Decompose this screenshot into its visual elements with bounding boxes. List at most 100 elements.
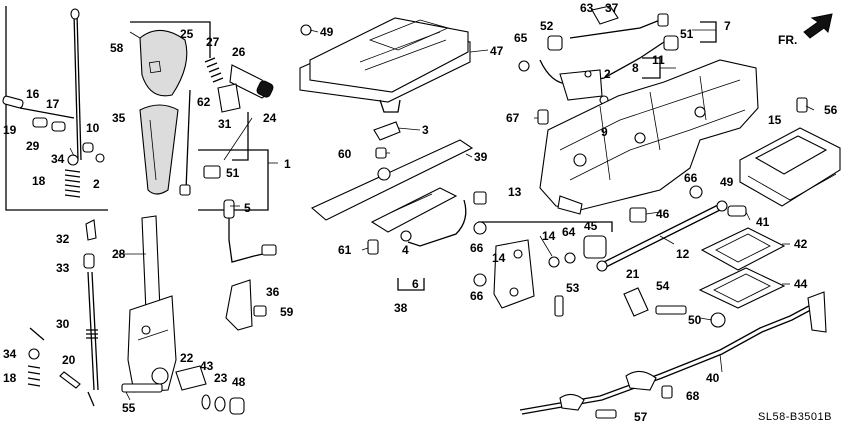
callout-2: 2 <box>93 177 100 191</box>
callout-3: 3 <box>422 123 429 137</box>
knob-boot-35 <box>139 104 179 195</box>
bracket-13 <box>478 221 613 232</box>
callout-42: 42 <box>794 237 808 251</box>
callout-18b: 18 <box>3 371 17 385</box>
callout-37: 37 <box>605 1 619 15</box>
bolt-41 <box>727 205 747 217</box>
screw-59 <box>253 305 267 317</box>
washer-14a <box>548 256 560 268</box>
callout-61: 61 <box>338 243 352 257</box>
plate-44 <box>698 267 786 309</box>
leader-lines <box>69 29 815 401</box>
callout-18: 18 <box>32 174 46 188</box>
callout-52: 52 <box>540 19 554 33</box>
direction-label: FR. <box>778 33 797 47</box>
callout-10: 10 <box>86 121 100 135</box>
collar-22 <box>175 365 207 391</box>
callout-34: 34 <box>51 152 65 166</box>
callout-46: 46 <box>656 207 670 221</box>
callout-45: 45 <box>584 219 598 233</box>
clip-2a <box>95 153 105 163</box>
callout-15: 15 <box>768 113 782 127</box>
callout-49b: 49 <box>720 175 734 189</box>
cap-34b <box>28 348 40 360</box>
washer-64 <box>564 252 576 264</box>
callout-31: 31 <box>218 117 232 131</box>
callout-8: 8 <box>632 61 639 75</box>
pin-20 <box>59 371 81 389</box>
callout-53: 53 <box>566 281 580 295</box>
bolt-53 <box>554 295 564 317</box>
plate-42 <box>700 227 786 271</box>
callout-36: 36 <box>266 285 280 299</box>
lever-13 <box>493 239 535 309</box>
callout-17: 17 <box>46 97 60 111</box>
rod-31 <box>185 89 191 191</box>
callout-6: 6 <box>412 277 419 291</box>
callout-7: 7 <box>724 19 731 33</box>
callout-40: 40 <box>706 371 720 385</box>
callout-66a: 66 <box>684 171 698 185</box>
callout-2b: 2 <box>604 67 611 81</box>
spring-18b <box>27 365 41 387</box>
callout-22: 22 <box>180 351 194 365</box>
part-32 <box>85 219 97 241</box>
screw-61 <box>367 239 379 255</box>
callout-41: 41 <box>756 215 770 229</box>
callout-33: 33 <box>56 261 70 275</box>
washer-23 <box>214 396 226 412</box>
indicator-assembly <box>370 187 487 291</box>
callout-32: 32 <box>56 232 70 246</box>
callout-43: 43 <box>200 359 214 373</box>
part-3 <box>373 121 401 141</box>
callout-14a: 14 <box>542 229 556 243</box>
shift-lever-base <box>539 59 759 215</box>
callout-66c: 66 <box>470 289 484 303</box>
clip-46 <box>629 207 647 223</box>
callout-56: 56 <box>824 103 838 117</box>
rod-30 <box>87 271 99 391</box>
callout-39: 39 <box>474 150 488 164</box>
nut-48 <box>229 397 245 415</box>
screw-49a <box>300 24 312 36</box>
callout-50: 50 <box>688 313 702 327</box>
nut-50 <box>710 312 726 328</box>
callout-67: 67 <box>506 111 520 125</box>
callout-4: 4 <box>402 243 409 257</box>
nut-66b <box>473 221 487 235</box>
callout-13: 13 <box>508 185 522 199</box>
callout-44: 44 <box>794 277 808 291</box>
callout-59: 59 <box>280 305 294 319</box>
bolt-68 <box>661 385 673 399</box>
console-panel-47 <box>299 17 471 113</box>
callout-28: 28 <box>112 247 126 261</box>
clip-51a <box>203 165 221 179</box>
bolt-54 <box>655 305 687 315</box>
collar-21 <box>623 287 649 317</box>
callout-30: 30 <box>56 317 70 331</box>
part-62 <box>217 83 241 113</box>
callout-66b: 66 <box>470 241 484 255</box>
callout-63: 63 <box>580 1 594 15</box>
callout-1: 1 <box>284 157 291 171</box>
callout-5: 5 <box>244 201 251 215</box>
callout-68: 68 <box>686 389 700 403</box>
callout-65: 65 <box>514 31 528 45</box>
callout-34b: 34 <box>3 347 17 361</box>
washer-43 <box>201 394 211 410</box>
screw-60 <box>375 147 387 159</box>
garnish-39 <box>310 139 474 221</box>
callout-20: 20 <box>62 353 76 367</box>
shift-knob-25 <box>139 29 188 97</box>
callout-38: 38 <box>394 301 408 315</box>
callout-26: 26 <box>232 45 246 59</box>
nut-66c <box>473 273 487 287</box>
harness-7 <box>518 5 679 105</box>
callout-54: 54 <box>656 279 670 293</box>
front-arrow-icon <box>803 13 833 39</box>
cap-34a <box>67 154 79 166</box>
callout-11: 11 <box>652 53 665 67</box>
callout-21: 21 <box>626 267 640 281</box>
bracket-36 <box>225 279 253 331</box>
